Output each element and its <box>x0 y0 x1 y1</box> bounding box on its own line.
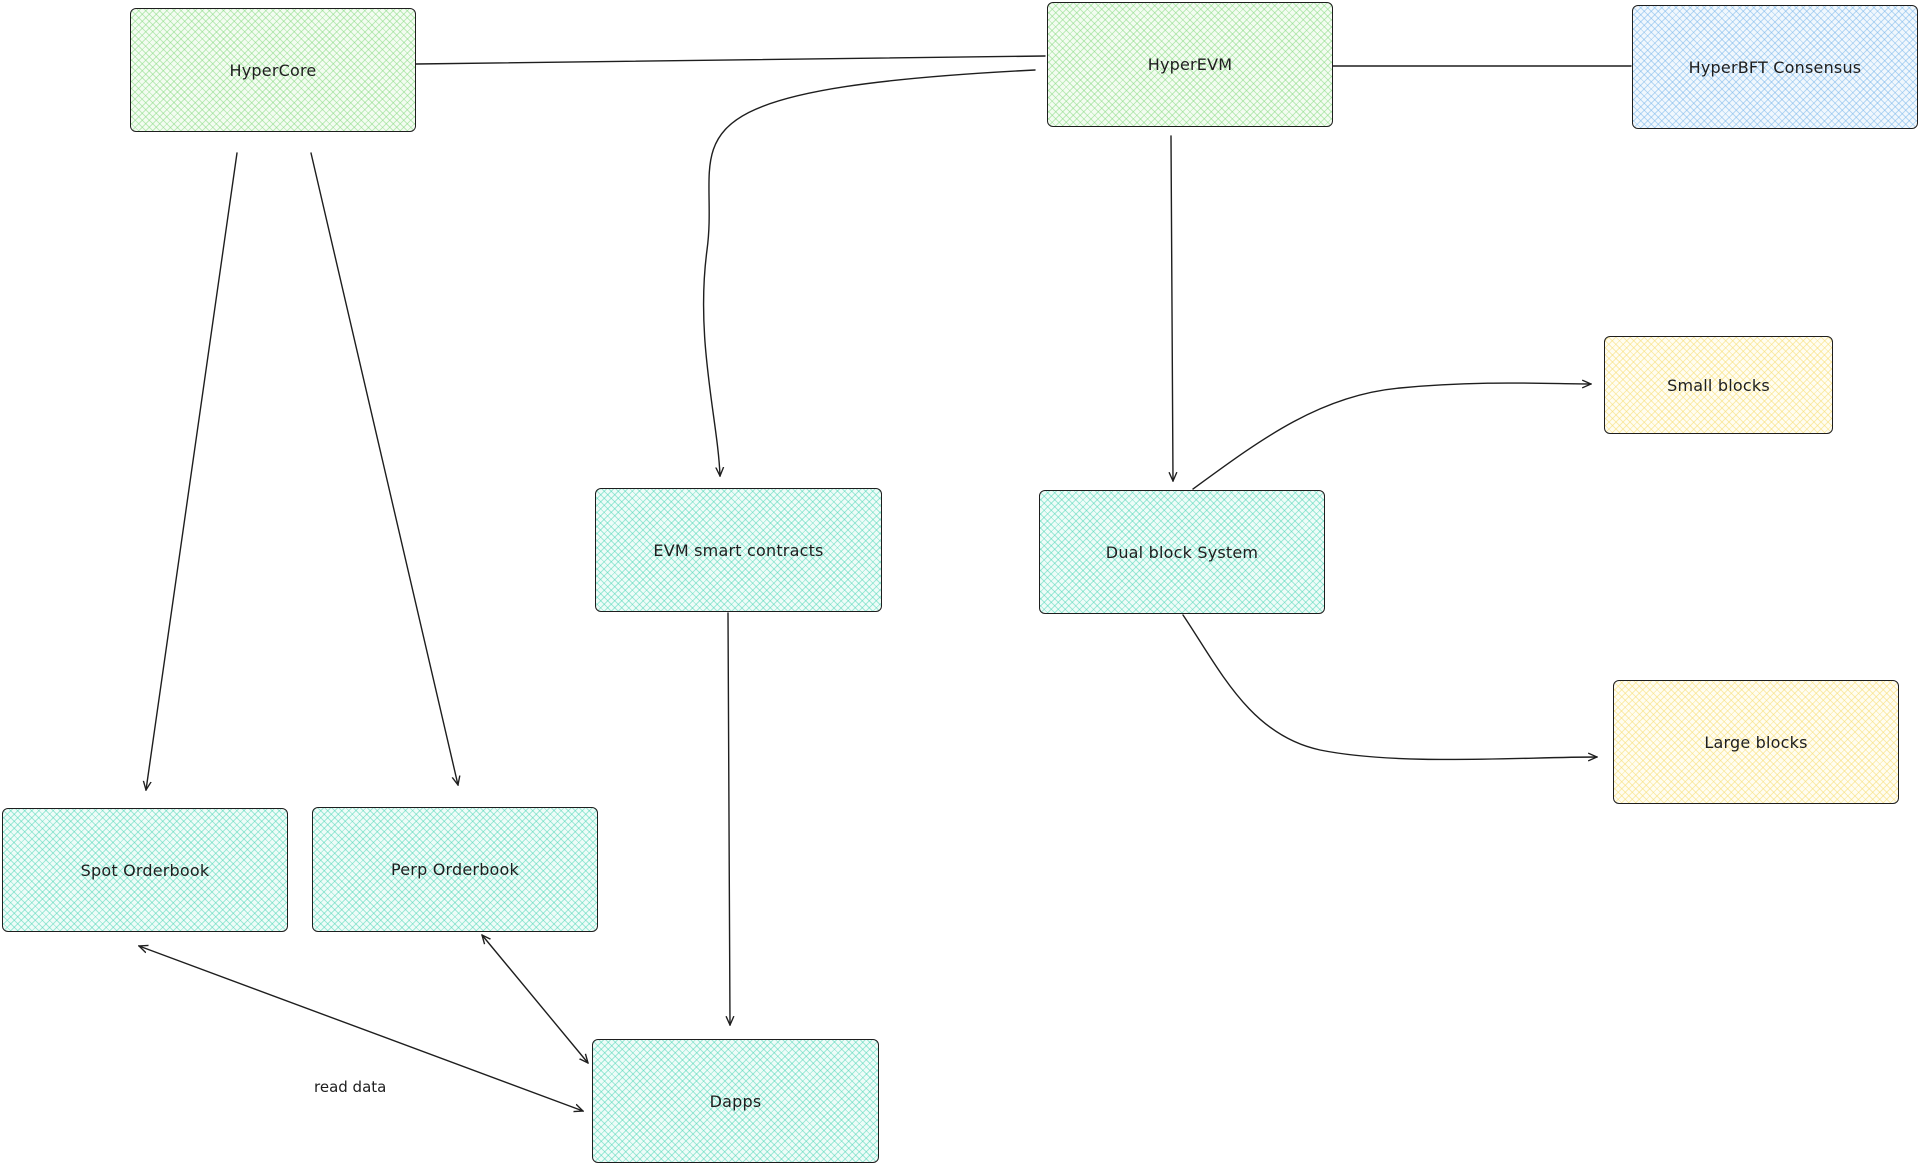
node-dual-block-system[interactable]: Dual block System <box>1039 490 1325 614</box>
node-hyperbft-consensus-label: HyperBFT Consensus <box>1688 57 1862 77</box>
node-small-blocks[interactable]: Small blocks <box>1604 336 1833 434</box>
edge-hypercore-spot-orderbook[interactable] <box>146 152 238 790</box>
edge-hyperevm-evm-contracts[interactable] <box>702 69 1036 476</box>
node-large-blocks-label: Large blocks <box>1704 732 1808 752</box>
node-evm-smart-contracts-label: EVM smart contracts <box>653 540 824 560</box>
node-hypercore-label: HyperCore <box>229 60 317 80</box>
node-perp-orderbook-label: Perp Orderbook <box>390 860 519 879</box>
node-dapps[interactable]: Dapps <box>592 1039 879 1163</box>
node-large-blocks[interactable]: Large blocks <box>1613 680 1899 804</box>
node-small-blocks-label: Small blocks <box>1667 375 1770 395</box>
node-hyperevm-label: HyperEVM <box>1147 55 1233 74</box>
node-evm-smart-contracts[interactable]: EVM smart contracts <box>595 488 882 612</box>
node-dapps-label: Dapps <box>709 1091 762 1111</box>
edge-evm-contracts-dapps[interactable] <box>728 612 730 1025</box>
edge-perp-orderbook-dapps[interactable] <box>482 935 588 1063</box>
node-perp-orderbook[interactable]: Perp Orderbook <box>312 807 598 932</box>
node-hyperbft-consensus[interactable]: HyperBFT Consensus <box>1632 5 1918 129</box>
node-spot-orderbook-label: Spot Orderbook <box>80 860 210 880</box>
node-hypercore[interactable]: HyperCore <box>130 8 416 132</box>
edge-hyperevm-dual-block[interactable] <box>1171 135 1173 481</box>
edge-label-read-data: read data <box>314 1078 387 1096</box>
edge-hypercore-hyperevm <box>415 55 1046 65</box>
node-dual-block-system-label: Dual block System <box>1105 542 1259 562</box>
node-hyperevm[interactable]: HyperEVM <box>1047 2 1333 127</box>
edge-spot-orderbook-dapps[interactable] <box>139 946 583 1111</box>
node-spot-orderbook[interactable]: Spot Orderbook <box>2 808 288 932</box>
edge-dual-block-large-blocks[interactable] <box>1182 614 1597 760</box>
edge-hypercore-perp-orderbook[interactable] <box>310 152 458 785</box>
edge-dual-block-small-blocks[interactable] <box>1192 383 1591 490</box>
